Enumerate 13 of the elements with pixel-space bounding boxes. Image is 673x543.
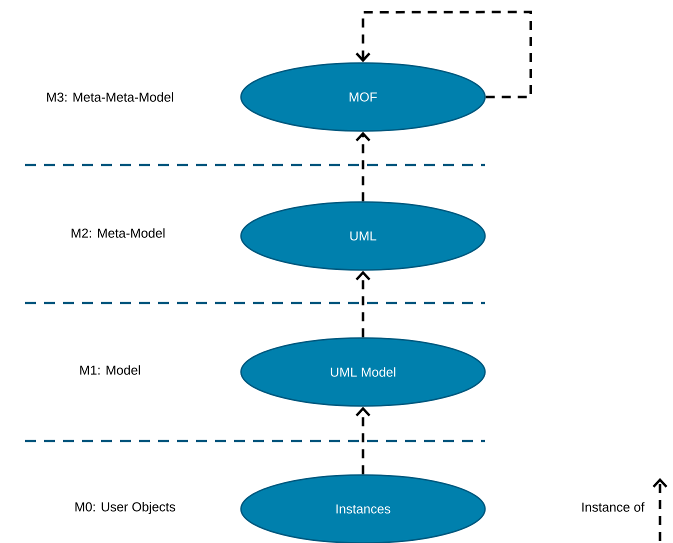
- level-label: M3: Meta-Meta-Model: [47, 92, 174, 102]
- arrow: [356, 406, 370, 474]
- ellipse-node: MOF: [240, 62, 486, 132]
- legend-text: Instance of: [582, 502, 644, 512]
- ellipse-node: UML: [240, 201, 486, 271]
- level-label: M2: Meta-Model: [72, 228, 165, 238]
- arrow: [356, 270, 370, 338]
- arrow: [356, 132, 370, 202]
- level-label: M0: User Objects: [75, 502, 176, 514]
- level-label: M1: Model: [80, 365, 140, 375]
- ellipse-node: Instances: [240, 474, 486, 543]
- ellipse-node: UML Model: [240, 337, 486, 407]
- arrow: [356, 10, 532, 98]
